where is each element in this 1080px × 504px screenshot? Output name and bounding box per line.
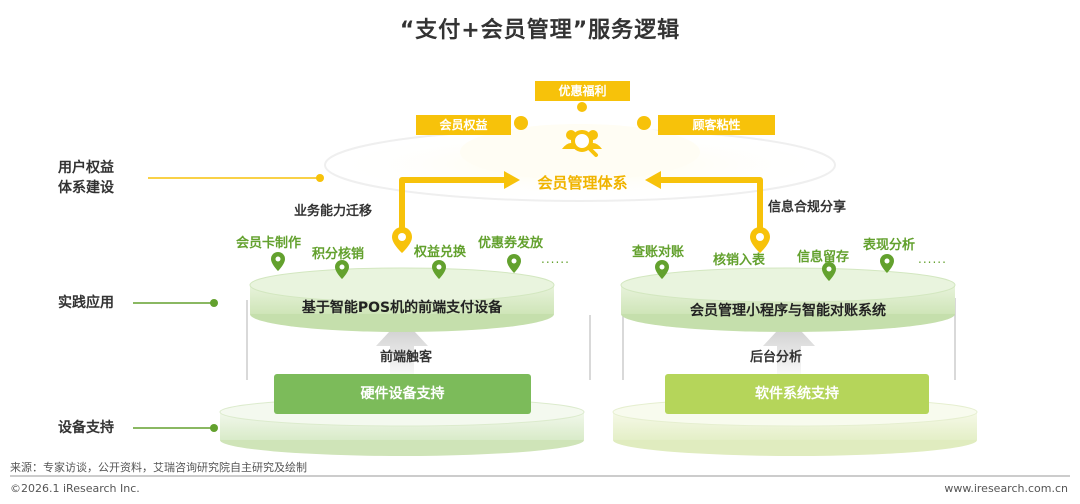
footer-website: www.iresearch.com.cn	[944, 482, 1068, 495]
users-search-icon	[562, 130, 602, 157]
feature-points: 积分核销	[312, 247, 365, 262]
right-arrow-label: 后台分析	[750, 350, 803, 365]
left-arrow-label: 前端触客	[380, 350, 433, 365]
map-pin-icon	[750, 227, 770, 253]
left-platform-top	[249, 267, 555, 303]
map-pin-icon	[392, 227, 412, 253]
feature-member-card: 会员卡制作	[236, 236, 302, 251]
left-platform-label: 基于智能POS机的前端支付设备	[301, 300, 503, 316]
right-features-ellipsis: ......	[918, 252, 947, 266]
migration-right-label: 信息合规分享	[768, 200, 847, 215]
hardware-support-box: 硬件设备支持	[274, 374, 531, 414]
map-pin-icon	[432, 260, 446, 279]
user-rights-line-1: 用户权益	[58, 160, 114, 176]
feature-reconcile: 查账对账	[632, 245, 685, 260]
migration-right-arrow	[660, 177, 763, 232]
practice-label: 实践应用	[58, 295, 114, 311]
benefit-center-dot	[577, 102, 587, 112]
member-system-label: 会员管理体系	[537, 174, 628, 192]
migration-left-arrow	[399, 177, 505, 232]
feature-info-retention: 信息留存	[797, 250, 850, 265]
benefit-right: 顾客粘性	[658, 115, 775, 135]
map-pin-icon	[655, 260, 669, 279]
user-rights-line-2: 体系建设	[58, 180, 114, 196]
migration-left-label: 业务能力迁移	[294, 204, 373, 219]
footer-source: 来源：专家访谈，公开资料，艾瑞咨询研究院自主研究及绘制	[10, 461, 307, 474]
device-label: 设备支持	[58, 420, 114, 436]
right-up-arrow	[763, 318, 815, 382]
benefit-left: 会员权益	[416, 115, 511, 135]
software-support-box: 软件系统支持	[665, 374, 929, 414]
footer-copyright: ©2026.1 iResearch Inc.	[10, 482, 140, 495]
map-pin-icon	[880, 254, 894, 273]
benefit-right-dot	[637, 116, 651, 130]
map-pin-icon	[507, 254, 521, 273]
page-title: “支付+会员管理”服务逻辑	[399, 18, 681, 43]
feature-writeoff: 核销入表	[713, 253, 766, 268]
feature-rights-exchange: 权益兑换	[414, 245, 467, 260]
left-features-ellipsis: ......	[541, 252, 570, 266]
right-platform-top	[620, 267, 956, 303]
member-system-inner	[460, 124, 700, 180]
map-pin-icon	[335, 260, 349, 279]
benefit-left-dot	[514, 116, 528, 130]
map-pin-icon	[822, 262, 836, 281]
benefit-center: 优惠福利	[535, 81, 630, 101]
left-up-arrow	[376, 318, 428, 382]
map-pin-icon	[271, 252, 285, 271]
feature-coupon: 优惠券发放	[478, 236, 544, 251]
feature-performance: 表现分析	[863, 238, 916, 253]
user-rights-label: 用户权益 体系建设	[58, 158, 114, 198]
right-platform-label: 会员管理小程序与智能对账系统	[690, 303, 886, 319]
